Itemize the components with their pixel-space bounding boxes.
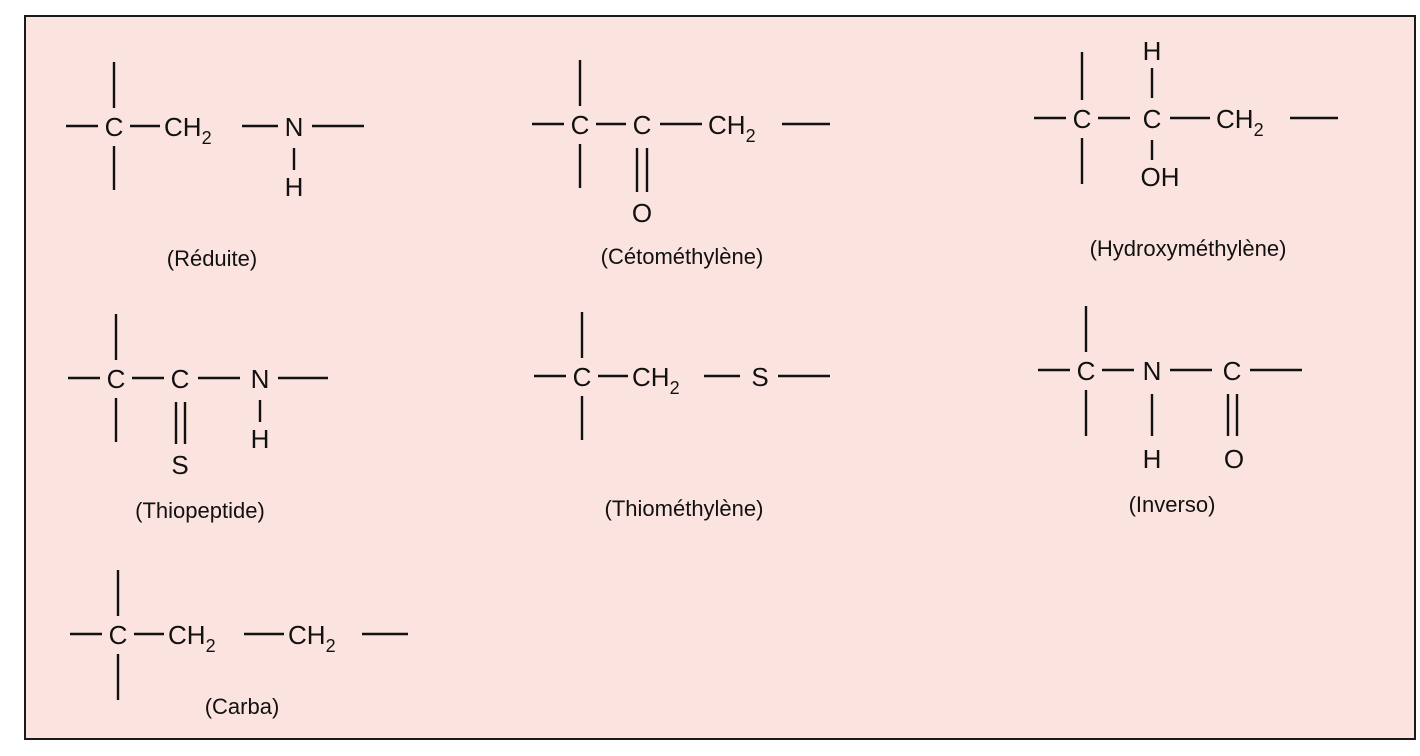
atom-c: C	[171, 364, 190, 394]
structure-carba: C CH2 CH2 (Carba)	[70, 570, 408, 719]
structure-hydroxymethylene: C H C OH CH2 (Hydroxyméthylène)	[1034, 36, 1338, 261]
atom-n: N	[285, 112, 304, 142]
atom-c: C	[1143, 104, 1162, 134]
atom-c: C	[109, 620, 128, 650]
atom-h: H	[251, 424, 270, 454]
atom-h: H	[1143, 36, 1162, 66]
structure-inverso: C N H C O (Inverso)	[1038, 306, 1302, 517]
atom-c: C	[573, 362, 592, 392]
caption-thiomethylene: (Thiométhylène)	[605, 496, 764, 521]
atom-ch2: CH2	[1216, 104, 1264, 140]
caption-carba: (Carba)	[205, 694, 280, 719]
caption-thiopeptide: (Thiopeptide)	[135, 498, 265, 523]
atom-o: O	[632, 198, 652, 228]
structure-cetomethylene: C C O CH2 (Cétométhylène)	[532, 60, 830, 269]
atom-ch2: CH2	[288, 620, 336, 656]
structure-thiopeptide: C C S N H (Thiopeptide)	[68, 314, 328, 523]
structure-reduite: C CH2 N H (Réduite)	[66, 62, 364, 271]
atom-c: C	[1223, 356, 1242, 386]
caption-inverso: (Inverso)	[1129, 492, 1216, 517]
atom-h: H	[285, 172, 304, 202]
atom-o: O	[1224, 444, 1244, 474]
caption-reduite: (Réduite)	[167, 246, 257, 271]
caption-hydroxymethylene: (Hydroxyméthylène)	[1090, 236, 1287, 261]
atom-c: C	[1077, 356, 1096, 386]
atom-h: H	[1143, 444, 1162, 474]
atom-c: C	[105, 112, 124, 142]
atom-oh: OH	[1141, 162, 1180, 192]
atom-ch2: CH2	[164, 112, 212, 148]
atom-c: C	[571, 110, 590, 140]
atom-s: S	[751, 362, 768, 392]
atom-c: C	[633, 110, 652, 140]
atom-ch2: CH2	[632, 362, 680, 398]
atom-n: N	[1143, 356, 1162, 386]
atom-s: S	[171, 450, 188, 480]
atom-n: N	[251, 364, 270, 394]
atom-ch2: CH2	[168, 620, 216, 656]
atom-c: C	[1073, 104, 1092, 134]
figure-panel	[24, 15, 1416, 740]
atom-ch2: CH2	[708, 110, 756, 146]
structure-thiomethylene: C CH2 S (Thiométhylène)	[534, 312, 830, 521]
caption-cetomethylene: (Cétométhylène)	[601, 244, 764, 269]
atom-c: C	[107, 364, 126, 394]
